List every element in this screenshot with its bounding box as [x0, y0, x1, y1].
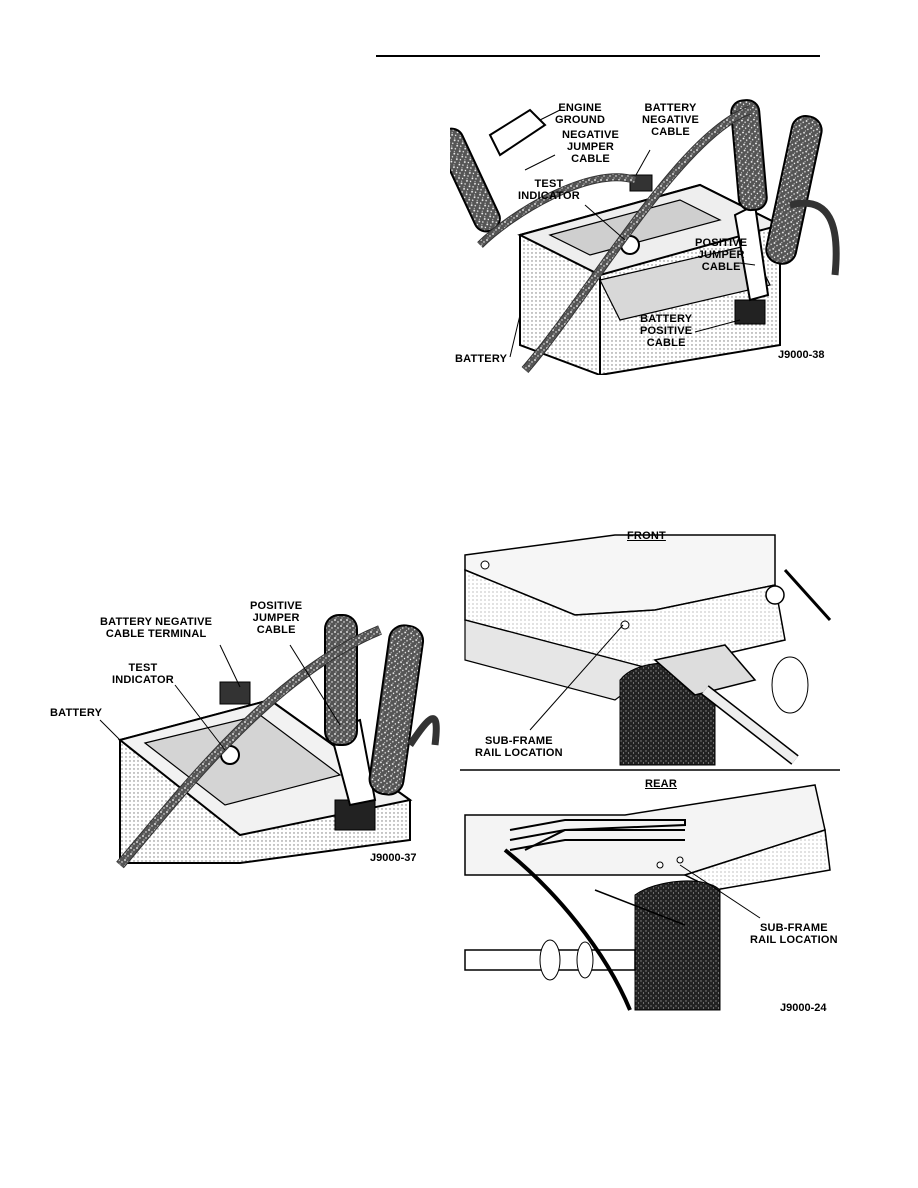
battery-indicator-illustration [99, 614, 440, 869]
sub-frame-illustration [460, 534, 840, 1011]
figure-code: J9000-24 [780, 1002, 827, 1014]
label-front: FRONT [627, 530, 666, 542]
figure-code: J9000-38 [778, 349, 825, 361]
label-rear: REAR [645, 778, 677, 790]
label-battery: BATTERY [50, 707, 103, 719]
jumper-cable-illustration [450, 99, 840, 375]
header-rule [376, 55, 820, 57]
label-battery: BATTERY [455, 353, 508, 365]
figure-code: J9000-37 [370, 852, 417, 864]
